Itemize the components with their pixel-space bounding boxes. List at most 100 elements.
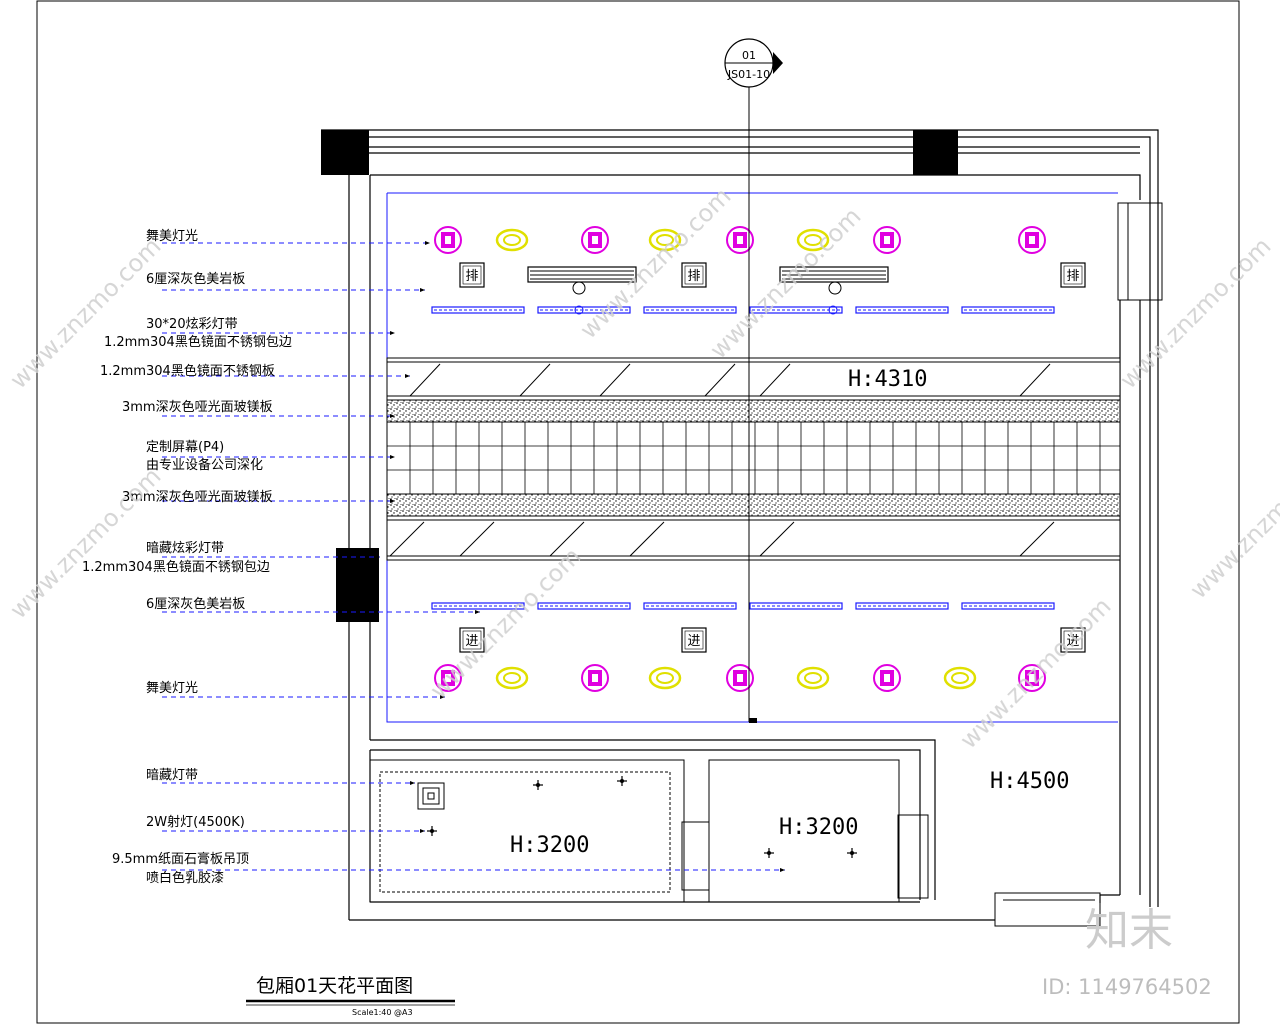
- stainless-band-top: [386, 357, 1121, 401]
- height-label-corridor: H:4500: [990, 769, 1069, 794]
- spotlight-icon: [617, 776, 627, 786]
- label-color-strip: 30*20炫彩灯带: [146, 316, 238, 332]
- leader-arrow: [420, 288, 425, 292]
- storage-room-left-ceiling: [379, 771, 671, 893]
- label-screen: 定制屏幕(P4): [146, 440, 224, 455]
- leader-arrow: [390, 331, 395, 335]
- led-strip: [537, 602, 631, 610]
- storage-room-right: [708, 759, 900, 903]
- sheet-border: [36, 0, 1240, 1024]
- annotation-labels: 舞美灯光 6厘深灰色美岩板 30*20炫彩灯带 1.2mm304黑色镜面不锈钢包…: [82, 229, 292, 886]
- label-latex-paint: 喷白色乳胶漆: [146, 870, 224, 886]
- fan-icon: 进: [459, 627, 485, 653]
- watermark-site-6: www.znzmo.com: [954, 592, 1116, 754]
- ventilation-fans: 排 排 排进 进 进: [459, 262, 1086, 653]
- beam-light-icon: [648, 666, 682, 690]
- panel-band-top: [386, 399, 1121, 423]
- label-screen-note: 由专业设备公司深化: [146, 457, 263, 473]
- drawing-title: 包厢01天花平面图: [256, 975, 413, 997]
- fan-tag: 进: [687, 634, 700, 649]
- concealed-light-box: [417, 782, 445, 810]
- moving-head-light-icon: [726, 664, 754, 692]
- fan-icon: 排: [1060, 262, 1086, 288]
- fan-tag: 排: [1066, 269, 1079, 284]
- label-stage-light-top: 舞美灯光: [146, 229, 198, 244]
- leader-arrow: [420, 829, 425, 833]
- label-rock-panel-bottom: 6厘深灰色美岩板: [146, 596, 245, 612]
- door-storage-left: [681, 821, 710, 891]
- led-light-strips: [431, 306, 1055, 610]
- fan-tag: 排: [465, 269, 478, 284]
- beam-light-icon: [648, 228, 682, 252]
- moving-head-light-icon: [581, 664, 609, 692]
- led-strip: [855, 306, 949, 314]
- label-hidden-strip: 暗藏炫彩灯带: [146, 540, 224, 556]
- led-strip: [431, 306, 525, 314]
- door-storage-right: [897, 814, 929, 899]
- section-marker: 01 JS01-10: [724, 38, 783, 88]
- spot-lights: [427, 776, 857, 858]
- section-marker-number: 01: [742, 49, 756, 62]
- moving-head-light-icon: [434, 226, 462, 254]
- moving-head-light-icon: [1018, 664, 1046, 692]
- leader-arrow: [425, 241, 430, 245]
- drawing-title-block: 包厢01天花平面图 Scale1:40 @A3: [246, 975, 455, 1017]
- label-concealed-strip: 暗藏灯带: [146, 768, 198, 783]
- height-label-room-left: H:3200: [510, 833, 589, 858]
- led-strip: [431, 602, 525, 610]
- label-mgo-board-bottom: 3mm深灰色哑光面玻镁板: [122, 489, 273, 505]
- label-steel-trim-top: 1.2mm304黑色镜面不锈钢包边: [104, 334, 292, 350]
- leader-arrow: [780, 868, 785, 872]
- fan-icon: 排: [459, 262, 485, 288]
- beam-light-icon: [943, 666, 977, 690]
- drawing-scale: Scale1:40 @A3: [352, 1008, 413, 1017]
- watermark-site-8: www.znzmo.com: [1184, 442, 1280, 604]
- watermark-site-4: www.znzmo.com: [4, 462, 166, 624]
- column-top-center: [913, 130, 958, 175]
- panel-band-bottom: [386, 493, 1121, 517]
- spotlight-icon: [847, 848, 857, 858]
- label-steel-panel: 1.2mm304黑色镜面不锈钢板: [100, 363, 275, 379]
- stage-lights: [434, 226, 1046, 692]
- watermark-site-5: www.znzmo.com: [704, 202, 866, 364]
- leader-arrow: [390, 414, 395, 418]
- ac-vent-right: [779, 266, 889, 315]
- label-spotlight: 2W射灯(4500K): [146, 814, 245, 830]
- moving-head-light-icon: [873, 226, 901, 254]
- annotation-leaders: [162, 241, 785, 872]
- led-strip: [961, 306, 1055, 314]
- led-strip: [749, 602, 843, 610]
- moving-head-light-icon: [726, 226, 754, 254]
- spotlight-icon: [764, 848, 774, 858]
- led-strip: [749, 306, 843, 314]
- led-strip: [961, 602, 1055, 610]
- label-steel-trim-bottom: 1.2mm304黑色镜面不锈钢包边: [82, 559, 270, 575]
- stainless-band-bottom: [386, 515, 1121, 561]
- fan-tag: 排: [687, 269, 700, 284]
- moving-head-light-icon: [1018, 226, 1046, 254]
- height-label-room-right: H:3200: [779, 815, 858, 840]
- door-bottom-right: [994, 892, 1101, 927]
- watermark-site-7: www.znzmo.com: [1114, 232, 1276, 394]
- door-right-top: [1117, 202, 1163, 301]
- spotlight-icon: [427, 826, 437, 836]
- leader-arrow: [375, 555, 380, 559]
- led-screen-grid: [386, 421, 1121, 495]
- column-left: [336, 548, 379, 622]
- leader-arrow: [440, 695, 445, 699]
- label-stage-light-bottom: 舞美灯光: [146, 681, 198, 696]
- fan-icon: 进: [1060, 627, 1086, 653]
- label-gypsum-ceiling: 9.5mm纸面石膏板吊顶: [112, 851, 249, 867]
- fan-tag: 进: [1066, 634, 1079, 649]
- beam-light-icon: [495, 666, 529, 690]
- fan-icon: 排: [681, 262, 707, 288]
- watermark-brand: 知末: [1085, 905, 1173, 956]
- leader-arrow: [475, 610, 480, 614]
- height-label-main: H:4310: [848, 367, 927, 392]
- led-strip: [643, 602, 737, 610]
- moving-head-light-icon: [873, 664, 901, 692]
- led-strip: [537, 306, 631, 314]
- beam-light-icon: [796, 228, 830, 252]
- section-marker-sheet: JS01-10: [727, 68, 770, 81]
